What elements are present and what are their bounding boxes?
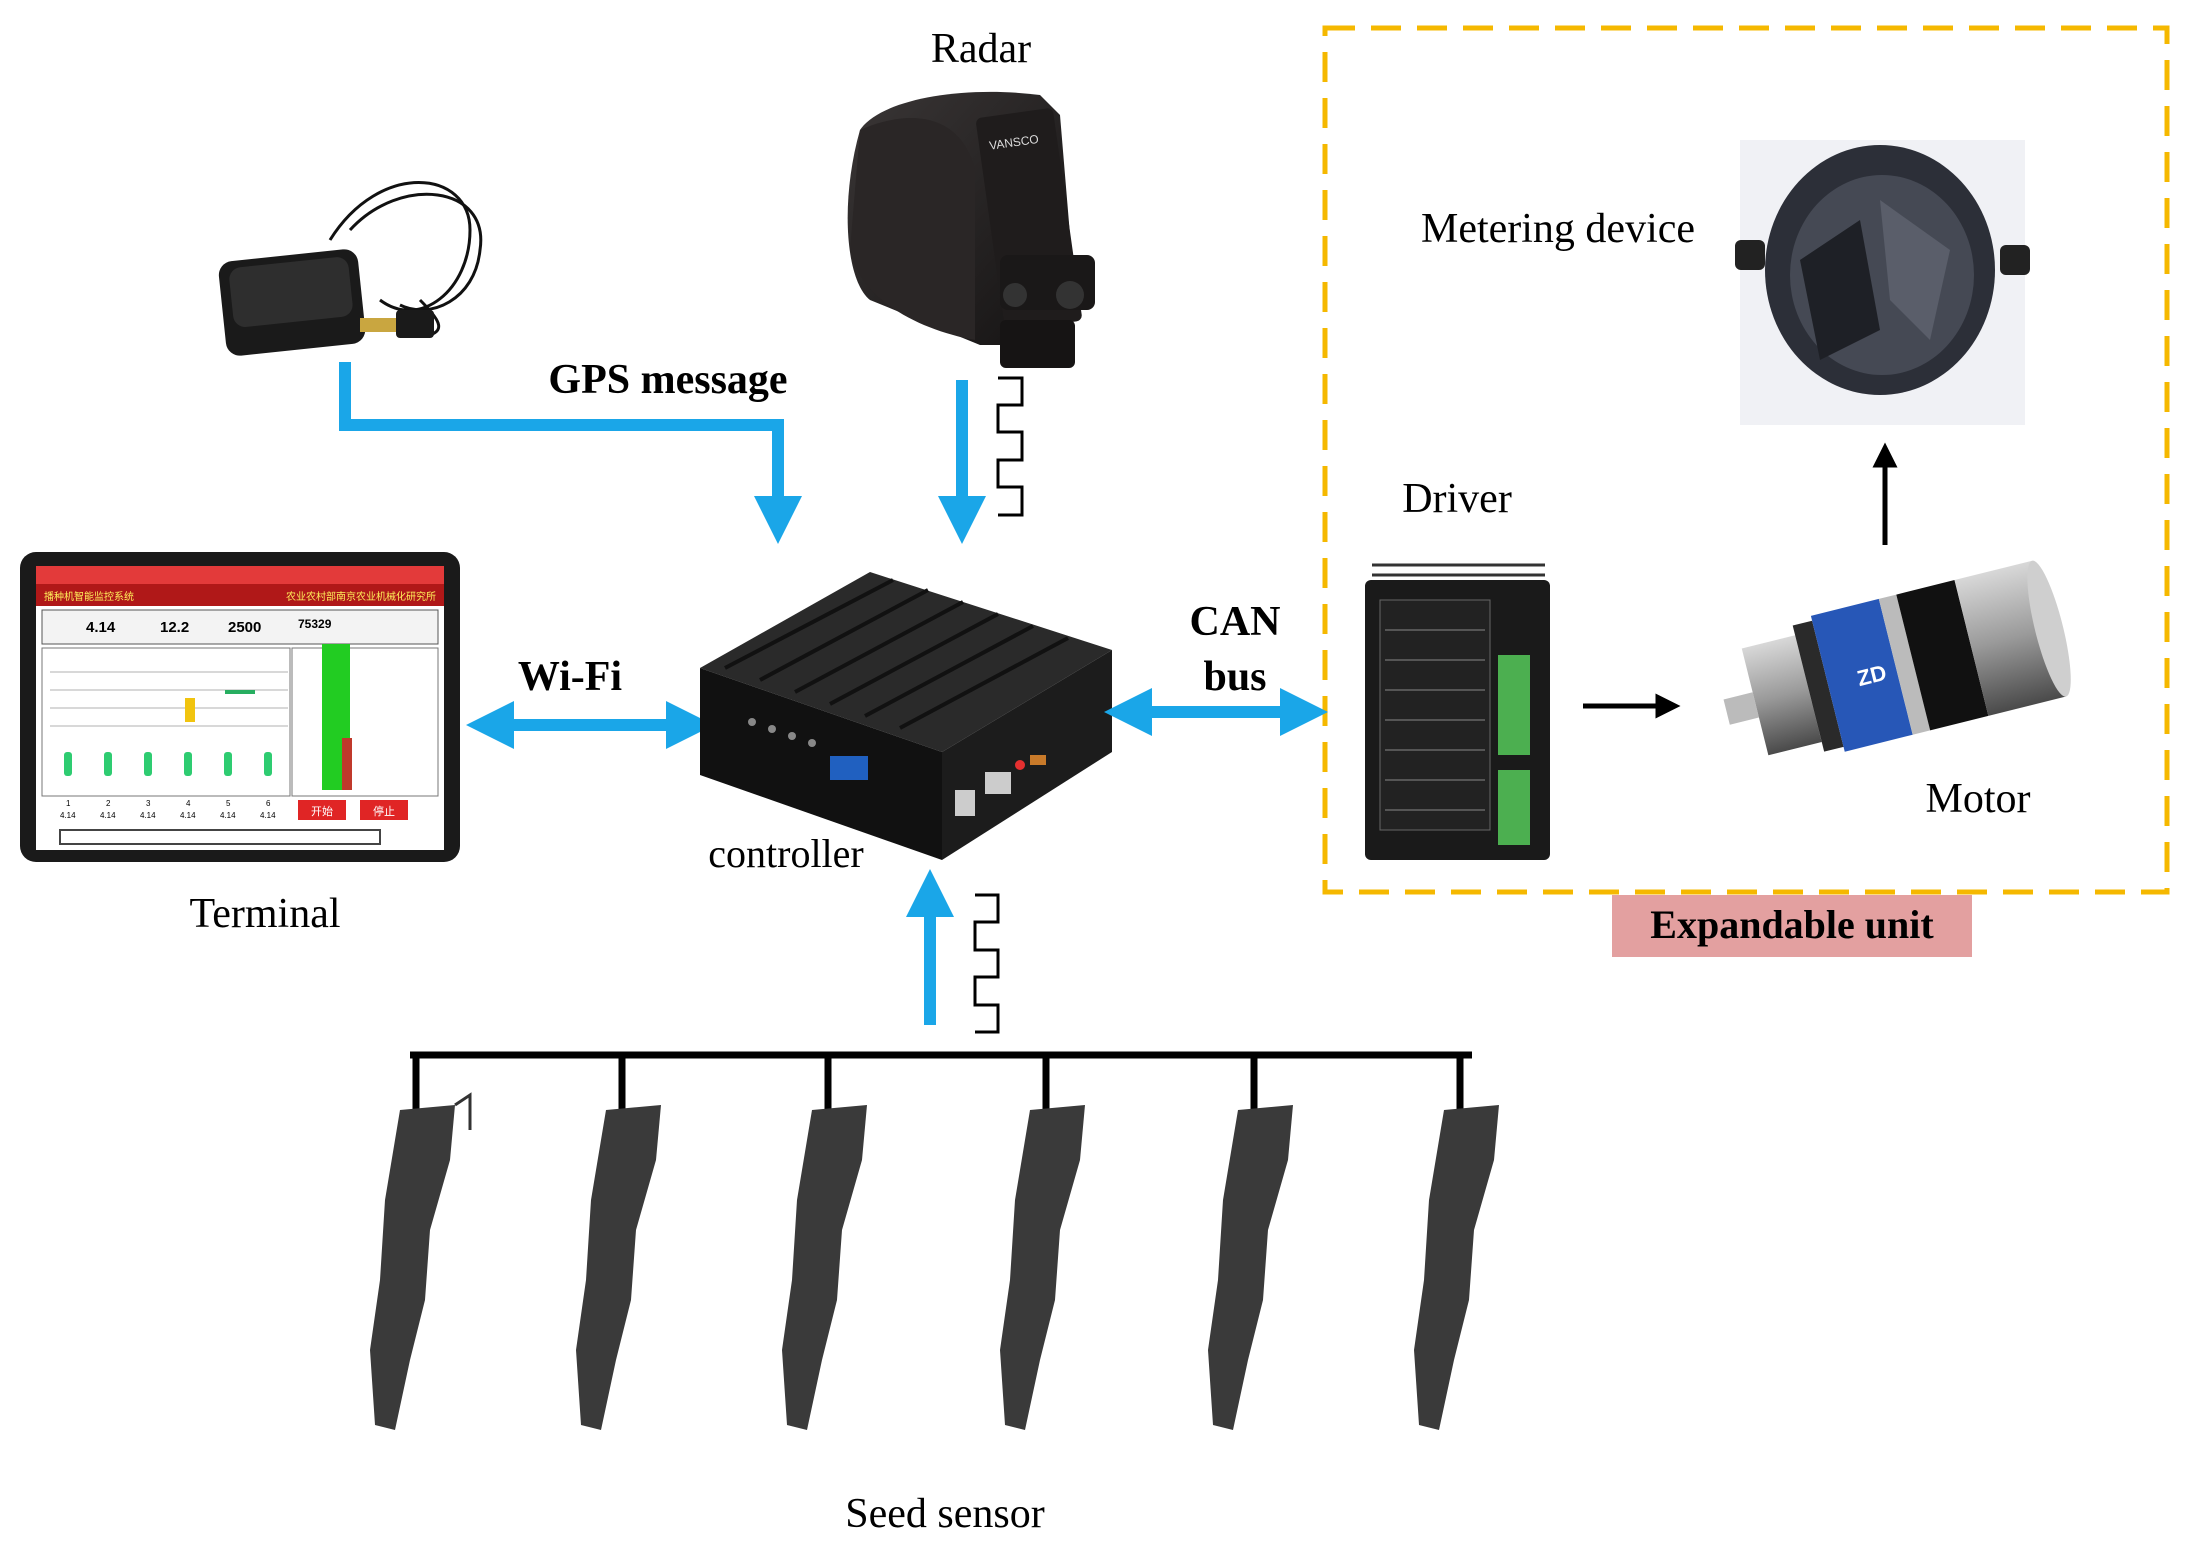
- seed-sensor-icon: [370, 1092, 472, 1430]
- expandable-unit-badge: [1612, 895, 1972, 957]
- terminal-tablet: 播种机智能监控系统 农业农村部南京农业机械化研究所 4.14 12.2 2500…: [20, 552, 460, 862]
- seed-sensor-label: Seed sensor: [845, 1491, 1044, 1537]
- driver-icon: [1365, 563, 1550, 860]
- terminal-row-value: 4.14: [260, 811, 276, 820]
- motor-label: Motor: [1926, 776, 2031, 822]
- metering-device-icon: [1735, 140, 2030, 425]
- radar-icon: VANSCO: [847, 91, 1095, 368]
- radar-pulse-wave-icon: [996, 376, 1024, 517]
- can-bus-label-line2: bus: [1203, 654, 1266, 700]
- radar-brand: VANSCO: [988, 132, 1039, 153]
- terminal-row-number: 6: [266, 799, 271, 808]
- driver-label: Driver: [1402, 476, 1512, 522]
- expandable-unit-label: Expandable unit: [1650, 902, 1934, 947]
- terminal-label: Terminal: [190, 891, 341, 937]
- metering-device-label: Metering device: [1421, 206, 1695, 252]
- controller-label: controller: [708, 831, 864, 876]
- terminal-speed-value: 4.14: [86, 619, 116, 636]
- terminal-value-3: 2500: [228, 619, 261, 636]
- terminal-row-value: 4.14: [60, 811, 76, 820]
- controller-box-icon: [700, 572, 1112, 860]
- terminal-row-value: 4.14: [100, 811, 116, 820]
- terminal-header-right: 农业农村部南京农业机械化研究所: [286, 590, 436, 603]
- terminal-start-button[interactable]: [298, 800, 346, 820]
- terminal-row-value: 4.14: [220, 811, 236, 820]
- terminal-row-number: 4: [186, 799, 191, 808]
- terminal-value-2: 12.2: [160, 619, 189, 636]
- terminal-row-number: 1: [66, 799, 71, 808]
- gps-signal-arrow: [339, 362, 802, 544]
- terminal-start-label: 开始: [311, 804, 333, 818]
- wifi-label: Wi-Fi: [518, 654, 623, 700]
- terminal-header-left: 播种机智能监控系统: [44, 590, 134, 603]
- terminal-stop-label: 停止: [373, 804, 395, 818]
- expandable-unit-frame: [1322, 25, 2170, 895]
- seed-sensor-icon: [1000, 1105, 1085, 1430]
- gps-antenna-icon: [218, 181, 483, 356]
- seed-sensor-icon: [576, 1105, 661, 1430]
- terminal-stop-button[interactable]: [360, 800, 408, 820]
- seed-sensor-icon: [782, 1105, 867, 1430]
- terminal-row-number: 5: [226, 799, 231, 808]
- seed-sensor-icon: [1208, 1105, 1293, 1430]
- terminal-row-number: 2: [106, 799, 111, 808]
- seed-sensor-icon: [1414, 1105, 1499, 1430]
- seed-sensor-bus: [410, 1051, 1472, 1140]
- motor-icon: ZD: [1723, 560, 2071, 756]
- terminal-row-number: 3: [146, 799, 151, 808]
- radar-label: Radar: [931, 26, 1031, 72]
- terminal-value-4: 75329: [298, 617, 332, 631]
- can-bus-label-line1: CAN: [1190, 599, 1281, 645]
- terminal-row-value: 4.14: [140, 811, 156, 820]
- gps-message-label: GPS message: [548, 357, 787, 403]
- seed-pulse-wave-icon: [973, 893, 1000, 1034]
- terminal-row-value: 4.14: [180, 811, 196, 820]
